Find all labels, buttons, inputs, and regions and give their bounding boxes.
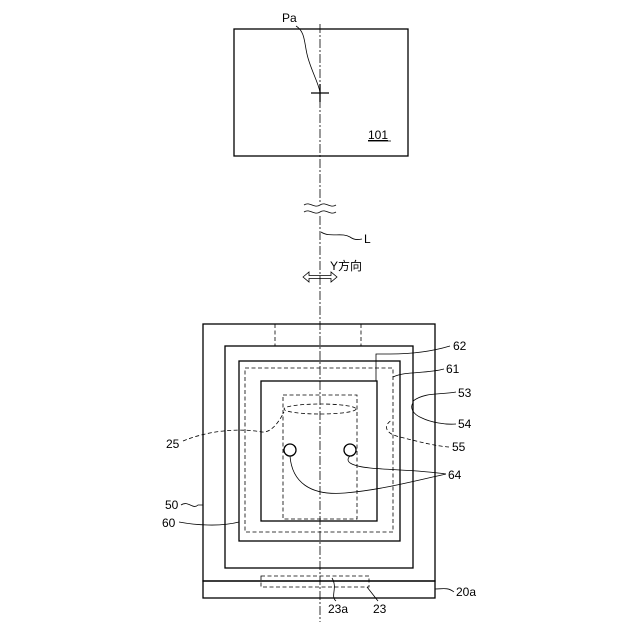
ref-23-label: 23 (373, 602, 387, 616)
ref-25-leader (183, 412, 284, 441)
ref-60-leader (179, 522, 239, 525)
ref-101-label: 101 (368, 128, 388, 142)
ref-55-label: 55 (452, 440, 466, 454)
ref-54-label: 54 (458, 417, 472, 431)
ref-20a-leader (435, 589, 454, 592)
ref-61-label: 61 (446, 362, 460, 376)
ref-23-leader (367, 587, 378, 601)
base-20a (203, 581, 435, 598)
hole-left (284, 444, 296, 456)
ref-62-label: 62 (453, 339, 467, 353)
ref-64-leader-right (348, 456, 446, 474)
l-label: L (364, 232, 371, 246)
frame-53 (225, 346, 413, 568)
y-direction-label: Y方向 (330, 258, 362, 273)
ref-64-leader-left (290, 456, 446, 493)
pa-leader (296, 26, 320, 92)
ref-50-label: 50 (165, 498, 179, 512)
ref-54-leader (412, 403, 456, 424)
frame-61 (245, 368, 393, 532)
ref-20a-label: 20a (456, 585, 476, 599)
ref-23a-label: 23a (328, 602, 348, 616)
ref-60-label: 60 (162, 516, 176, 530)
ref-25-label: 25 (166, 437, 180, 451)
hole-right (344, 444, 356, 456)
ref-50-leader (181, 504, 203, 507)
frame-62 (261, 381, 377, 521)
break-mark-top (304, 204, 336, 206)
ref-53-label: 53 (458, 386, 472, 400)
ref-55-leader (386, 420, 449, 447)
frame-60 (239, 361, 400, 541)
break-mark-bottom (304, 211, 336, 213)
ref-64-label: 64 (448, 468, 462, 482)
pa-label: Pa (282, 11, 297, 25)
l-leader (321, 232, 362, 240)
